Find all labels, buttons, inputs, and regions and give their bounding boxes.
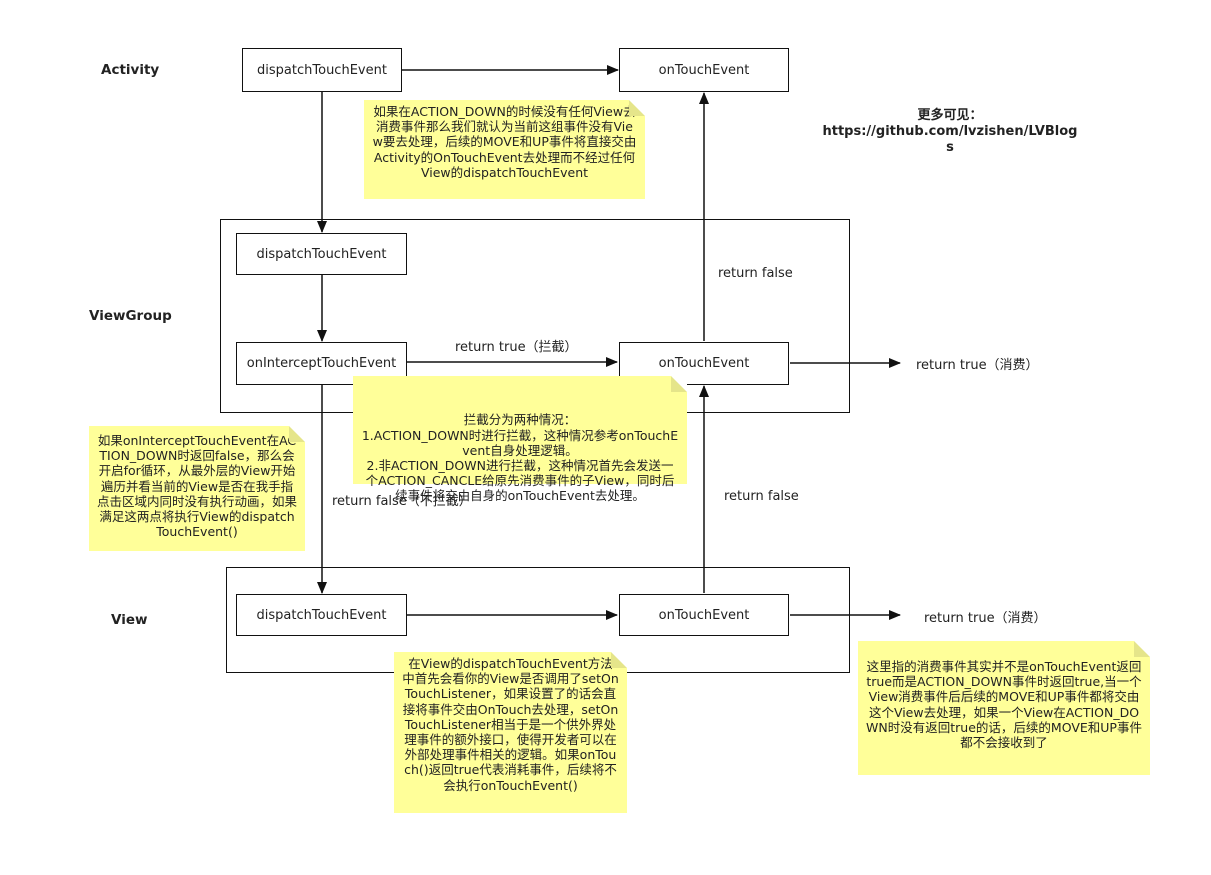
view-dispatch-touch-event-box[interactable]: dispatchTouchEvent (236, 594, 407, 636)
viewgroup-dispatch-touch-event-box[interactable]: dispatchTouchEvent (236, 233, 407, 275)
reference-title: 更多可见： (917, 108, 983, 123)
viewgroup-on-touch-event-box[interactable]: onTouchEvent (619, 342, 789, 385)
note-activity-text: 如果在ACTION_DOWN的时候没有任何View去消费事件那么我们就认为当前这… (372, 104, 637, 180)
note-intercept-text: 拦截分为两种情况： 1.ACTION_DOWN时进行拦截，这种情况参考onTou… (361, 412, 679, 504)
activity-dispatch-touch-event-box[interactable]: dispatchTouchEvent (242, 48, 402, 92)
edge-label-viewgroup-return-true: return true（消费） (916, 358, 1039, 373)
note-fold-corner (629, 100, 645, 116)
edge-label-intercept-return-false: return false（不拦截） (332, 494, 472, 509)
edge-label-view-return-true: return true（消费） (924, 611, 1047, 626)
note-intercept-cases: 拦截分为两种情况： 1.ACTION_DOWN时进行拦截，这种情况参考onTou… (353, 376, 687, 503)
note-fold-corner (671, 376, 687, 392)
activity-on-touch-event-box[interactable]: onTouchEvent (619, 48, 789, 92)
lane-label-viewgroup: ViewGroup (89, 308, 172, 324)
note-view-dispatch-ontouch: 在View的dispatchTouchEvent方法中首先会看你的View是否调… (394, 652, 627, 813)
note-left-text: 如果onInterceptTouchEvent在ACTION_DOWN时返回fa… (97, 433, 298, 540)
edge-label-intercept-return-true: return true（拦截） (455, 340, 578, 355)
edge-label-view-return-false: return false (724, 489, 799, 504)
note-fold-corner (289, 426, 305, 442)
edge-label-viewgroup-return-false: return false (718, 266, 793, 281)
note-fold-corner (611, 652, 627, 668)
note-fold-corner (1134, 641, 1150, 657)
note-view-text: 在View的dispatchTouchEvent方法中首先会看你的View是否调… (402, 656, 619, 793)
note-right-text: 这里指的消费事件其实并不是onTouchEvent返回true而是ACTION_… (866, 659, 1142, 751)
reference-url[interactable]: https://github.com/lvzishen/LVBlogs (822, 124, 1078, 155)
lane-label-view: View (111, 612, 148, 628)
note-activity-no-consumer: 如果在ACTION_DOWN的时候没有任何View去消费事件那么我们就认为当前这… (364, 100, 645, 199)
note-consume-meaning: 这里指的消费事件其实并不是onTouchEvent返回true而是ACTION_… (858, 641, 1150, 775)
view-on-touch-event-box[interactable]: onTouchEvent (619, 594, 789, 636)
lane-label-activity: Activity (101, 62, 160, 78)
note-intercept-false-traversal: 如果onInterceptTouchEvent在ACTION_DOWN时返回fa… (89, 426, 305, 551)
reference-block: 更多可见： https://github.com/lvzishen/LVBlog… (822, 108, 1078, 156)
